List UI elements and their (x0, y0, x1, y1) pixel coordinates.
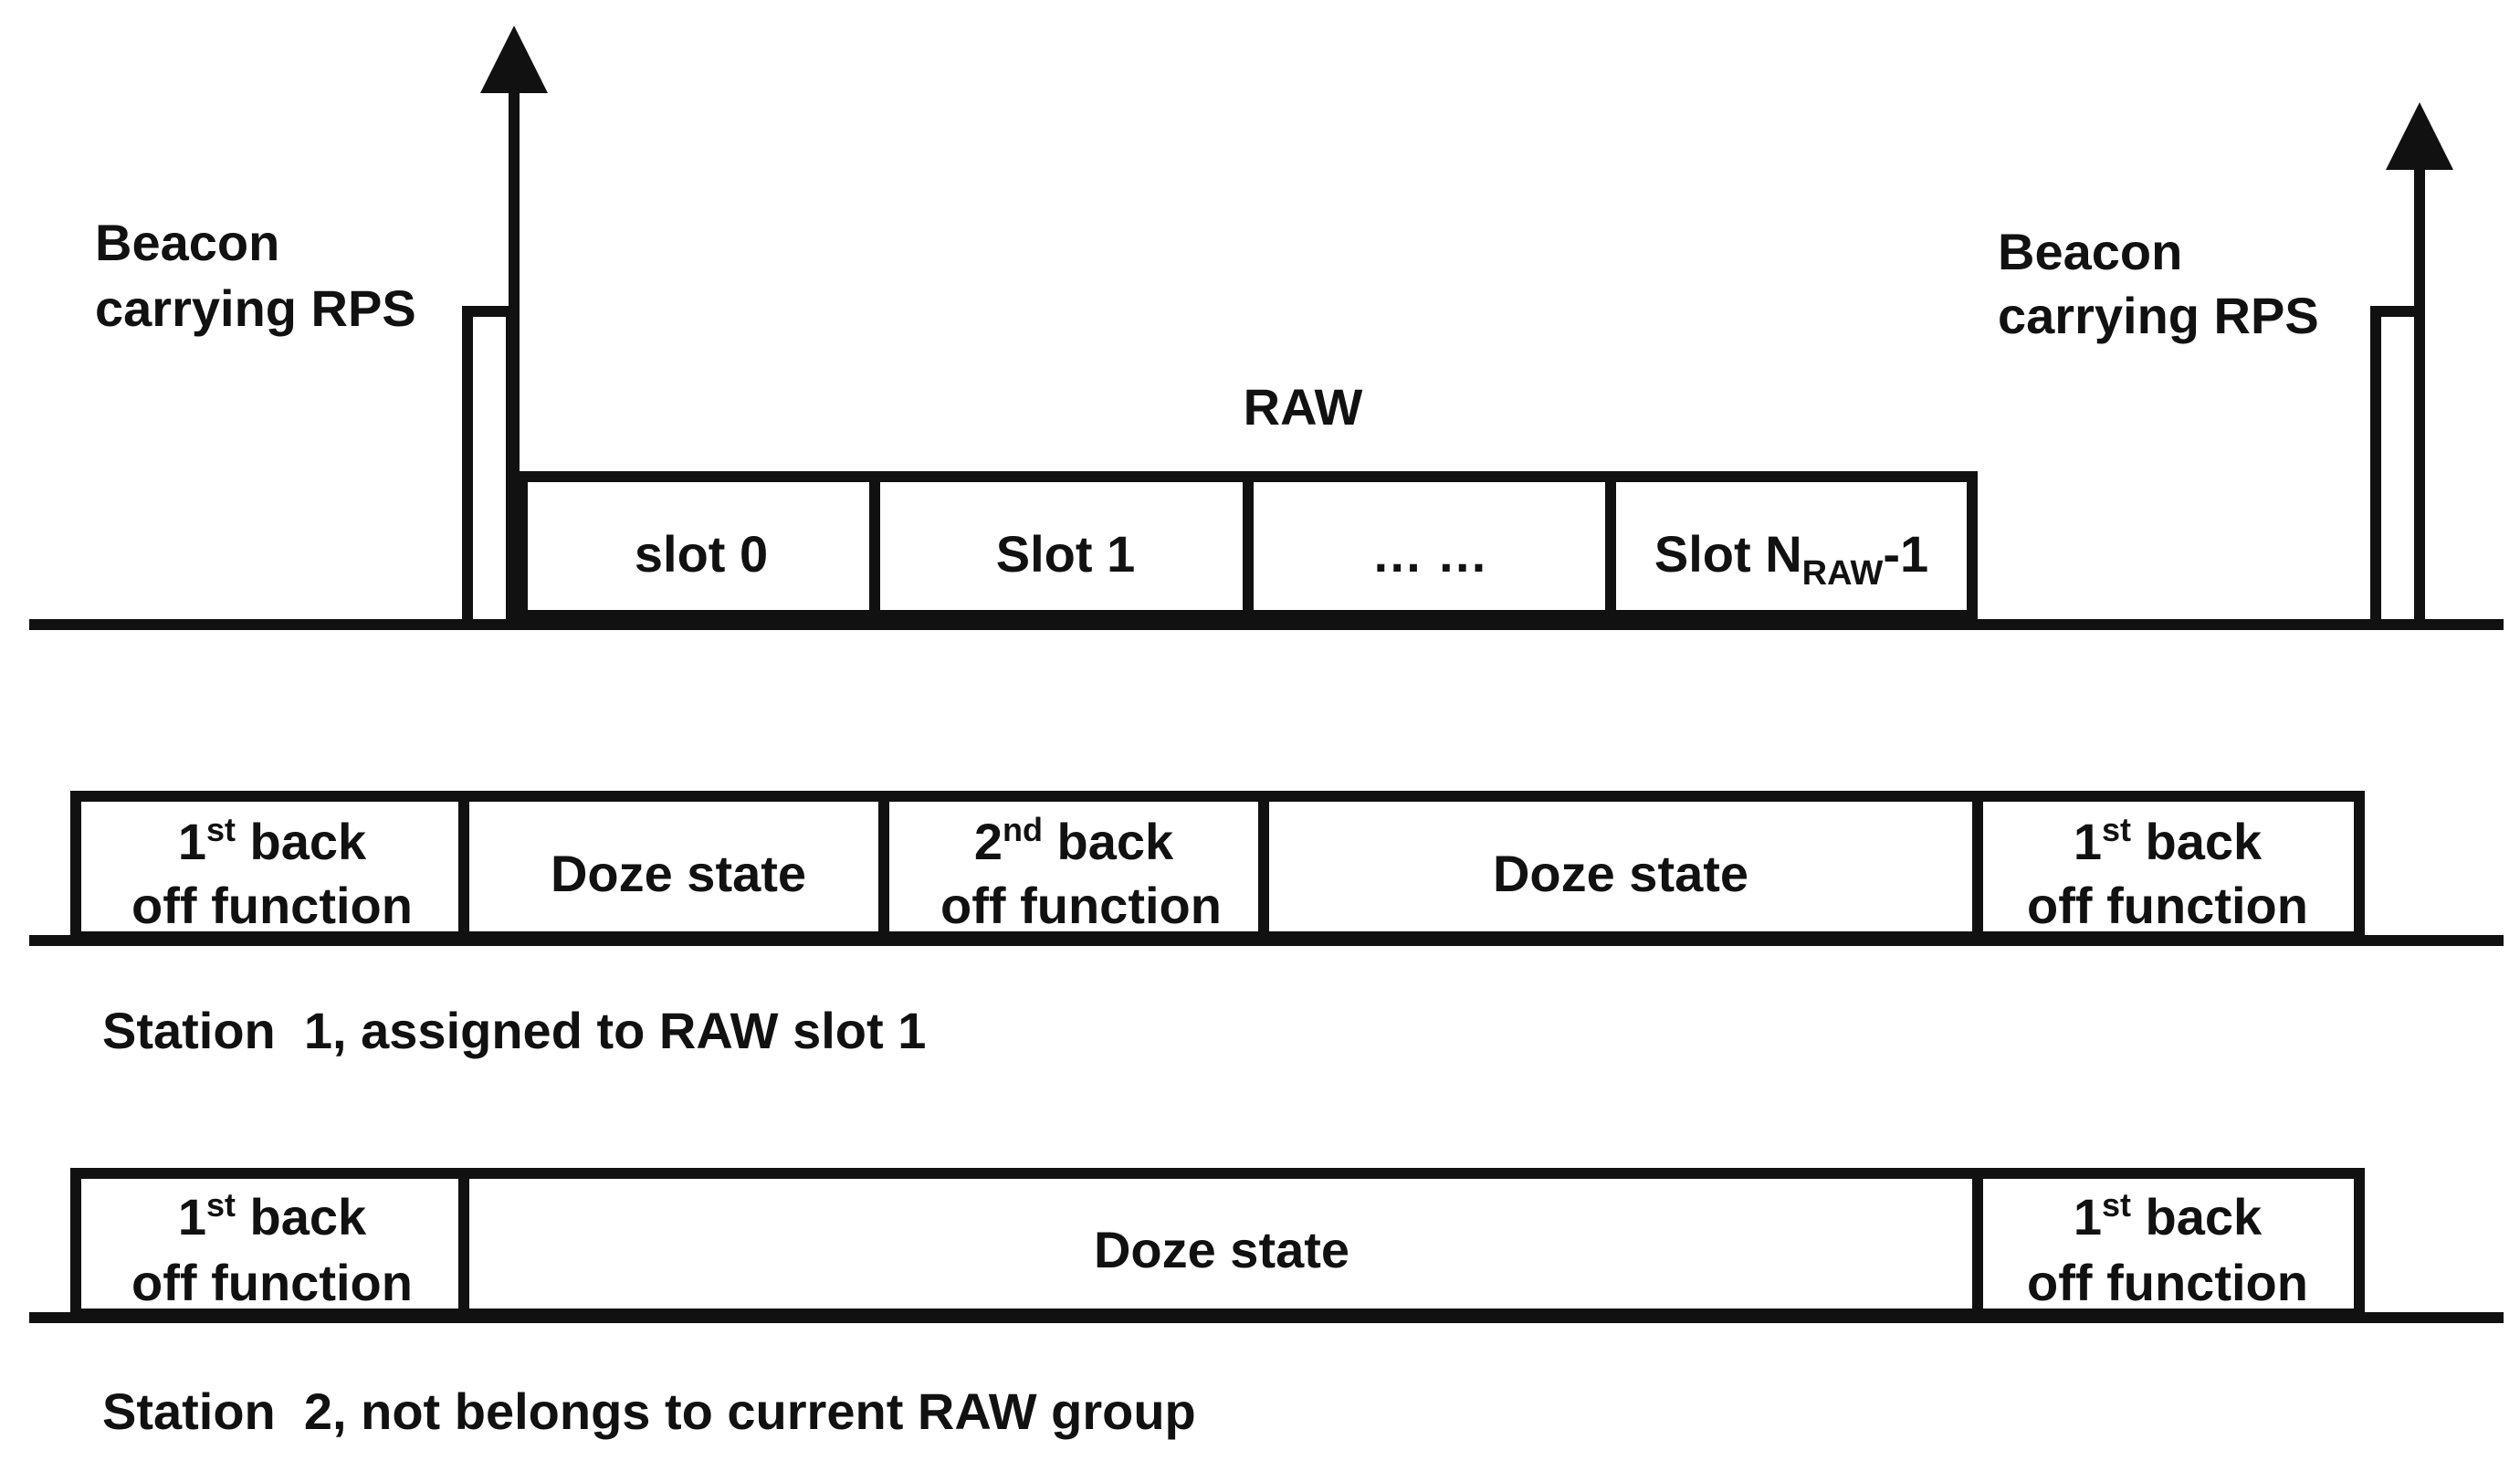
station-1-backoff-3-superscript: st (2102, 811, 2131, 848)
station-1-backoff-2-ordinal: 2 (974, 813, 1003, 870)
station-1-backoff-3-rest: back (2131, 813, 2263, 870)
station-1-backoff-3-line1: 1st back (2074, 811, 2263, 870)
raw-label: RAW (1244, 378, 1363, 436)
slot-1-label: Slot 1 (996, 525, 1135, 583)
station-2-backoff-1-ordinal: 1 (178, 1188, 206, 1246)
slot-last-prefix: Slot N (1654, 525, 1802, 583)
slot-0-label: slot 0 (635, 525, 768, 583)
station-2-backoff-1-superscript: st (206, 1186, 236, 1224)
station-2-backoff-1-line1: 1st back (178, 1186, 367, 1246)
station-2-backoff-1-rest: back (236, 1188, 367, 1246)
station-1-backoff-2-line2: off function (940, 877, 1222, 934)
station-2-backoff-2-superscript: st (2102, 1186, 2131, 1224)
station-1-doze-2: Doze state (1493, 845, 1748, 902)
station-1-timeline: 1st back off function Doze state 2nd bac… (29, 791, 2504, 1059)
beacon-right-arrow-head (2386, 102, 2453, 170)
station-1-backoff-3-ordinal: 1 (2074, 813, 2102, 870)
station-1-backoff-2-superscript: nd (1003, 811, 1043, 848)
station-1-caption: Station 1, assigned to RAW slot 1 (102, 1002, 926, 1059)
station-2-caption: Station 2, not belongs to current RAW gr… (102, 1382, 1196, 1440)
beacon-left-box (462, 306, 517, 630)
slot-last-suffix: -1 (1883, 525, 1928, 583)
station-1-backoff-1-line2: off function (131, 877, 413, 934)
slot-ellipsis-label: … … (1371, 525, 1488, 583)
beacon-right-label-line2: carrying RPS (1998, 287, 2319, 344)
station-2-backoff-2-rest: back (2131, 1188, 2263, 1246)
beacon-left-arrow-head (480, 26, 548, 93)
station-1-backoff-1-ordinal: 1 (178, 813, 206, 870)
beacon-right-box (2370, 306, 2425, 630)
station-2-backoff-2-line2: off function (2027, 1254, 2308, 1311)
slot-last-subscript: RAW (1802, 554, 1884, 593)
station-1-backoff-2-rest: back (1043, 813, 1174, 870)
beacon-left-label-line1: Beacon (95, 214, 279, 271)
station-2-timeline: 1st back off function Doze state 1st bac… (29, 1168, 2504, 1440)
station-1-backoff-1-rest: back (236, 813, 367, 870)
slot-last-label: Slot NRAW-1 (1654, 525, 1928, 593)
beacon-right-label-line1: Beacon (1998, 223, 2182, 280)
station-2-backoff-2-ordinal: 1 (2074, 1188, 2102, 1246)
station-2-doze: Doze state (1094, 1221, 1349, 1278)
station-2-backoff-2-line1: 1st back (2074, 1186, 2263, 1246)
station-1-backoff-2-line1: 2nd back (974, 811, 1174, 870)
station-1-backoff-1-superscript: st (206, 811, 236, 848)
beacon-left-label-line2: carrying RPS (95, 279, 416, 337)
station-2-backoff-1-line2: off function (131, 1254, 413, 1311)
station-1-backoff-3-line2: off function (2027, 877, 2308, 934)
station-1-doze-1: Doze state (551, 845, 806, 902)
station-1-backoff-1-line1: 1st back (178, 811, 367, 870)
ap-timeline: RAW slot 0 Slot 1 … … Slot NRAW-1 Beacon… (29, 26, 2504, 630)
